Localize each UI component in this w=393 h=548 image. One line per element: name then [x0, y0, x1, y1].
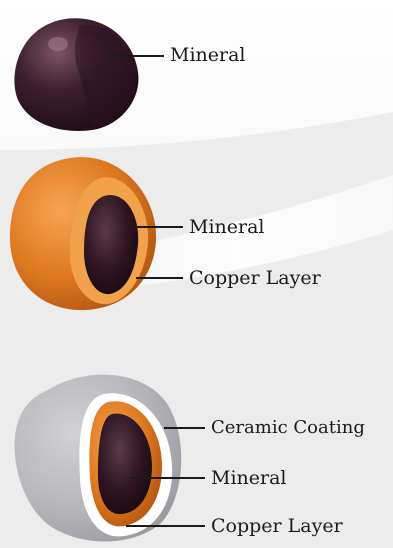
- mineral-sphere-icon: [14, 18, 164, 131]
- label-copper-layer: Copper Layer: [211, 515, 343, 537]
- label-mineral: Mineral: [189, 216, 265, 238]
- label-mineral: Mineral: [211, 467, 287, 489]
- label-copper-layer: Copper Layer: [189, 267, 321, 289]
- label-ceramic-coating: Ceramic Coating: [211, 417, 365, 439]
- label-mineral: Mineral: [170, 44, 246, 66]
